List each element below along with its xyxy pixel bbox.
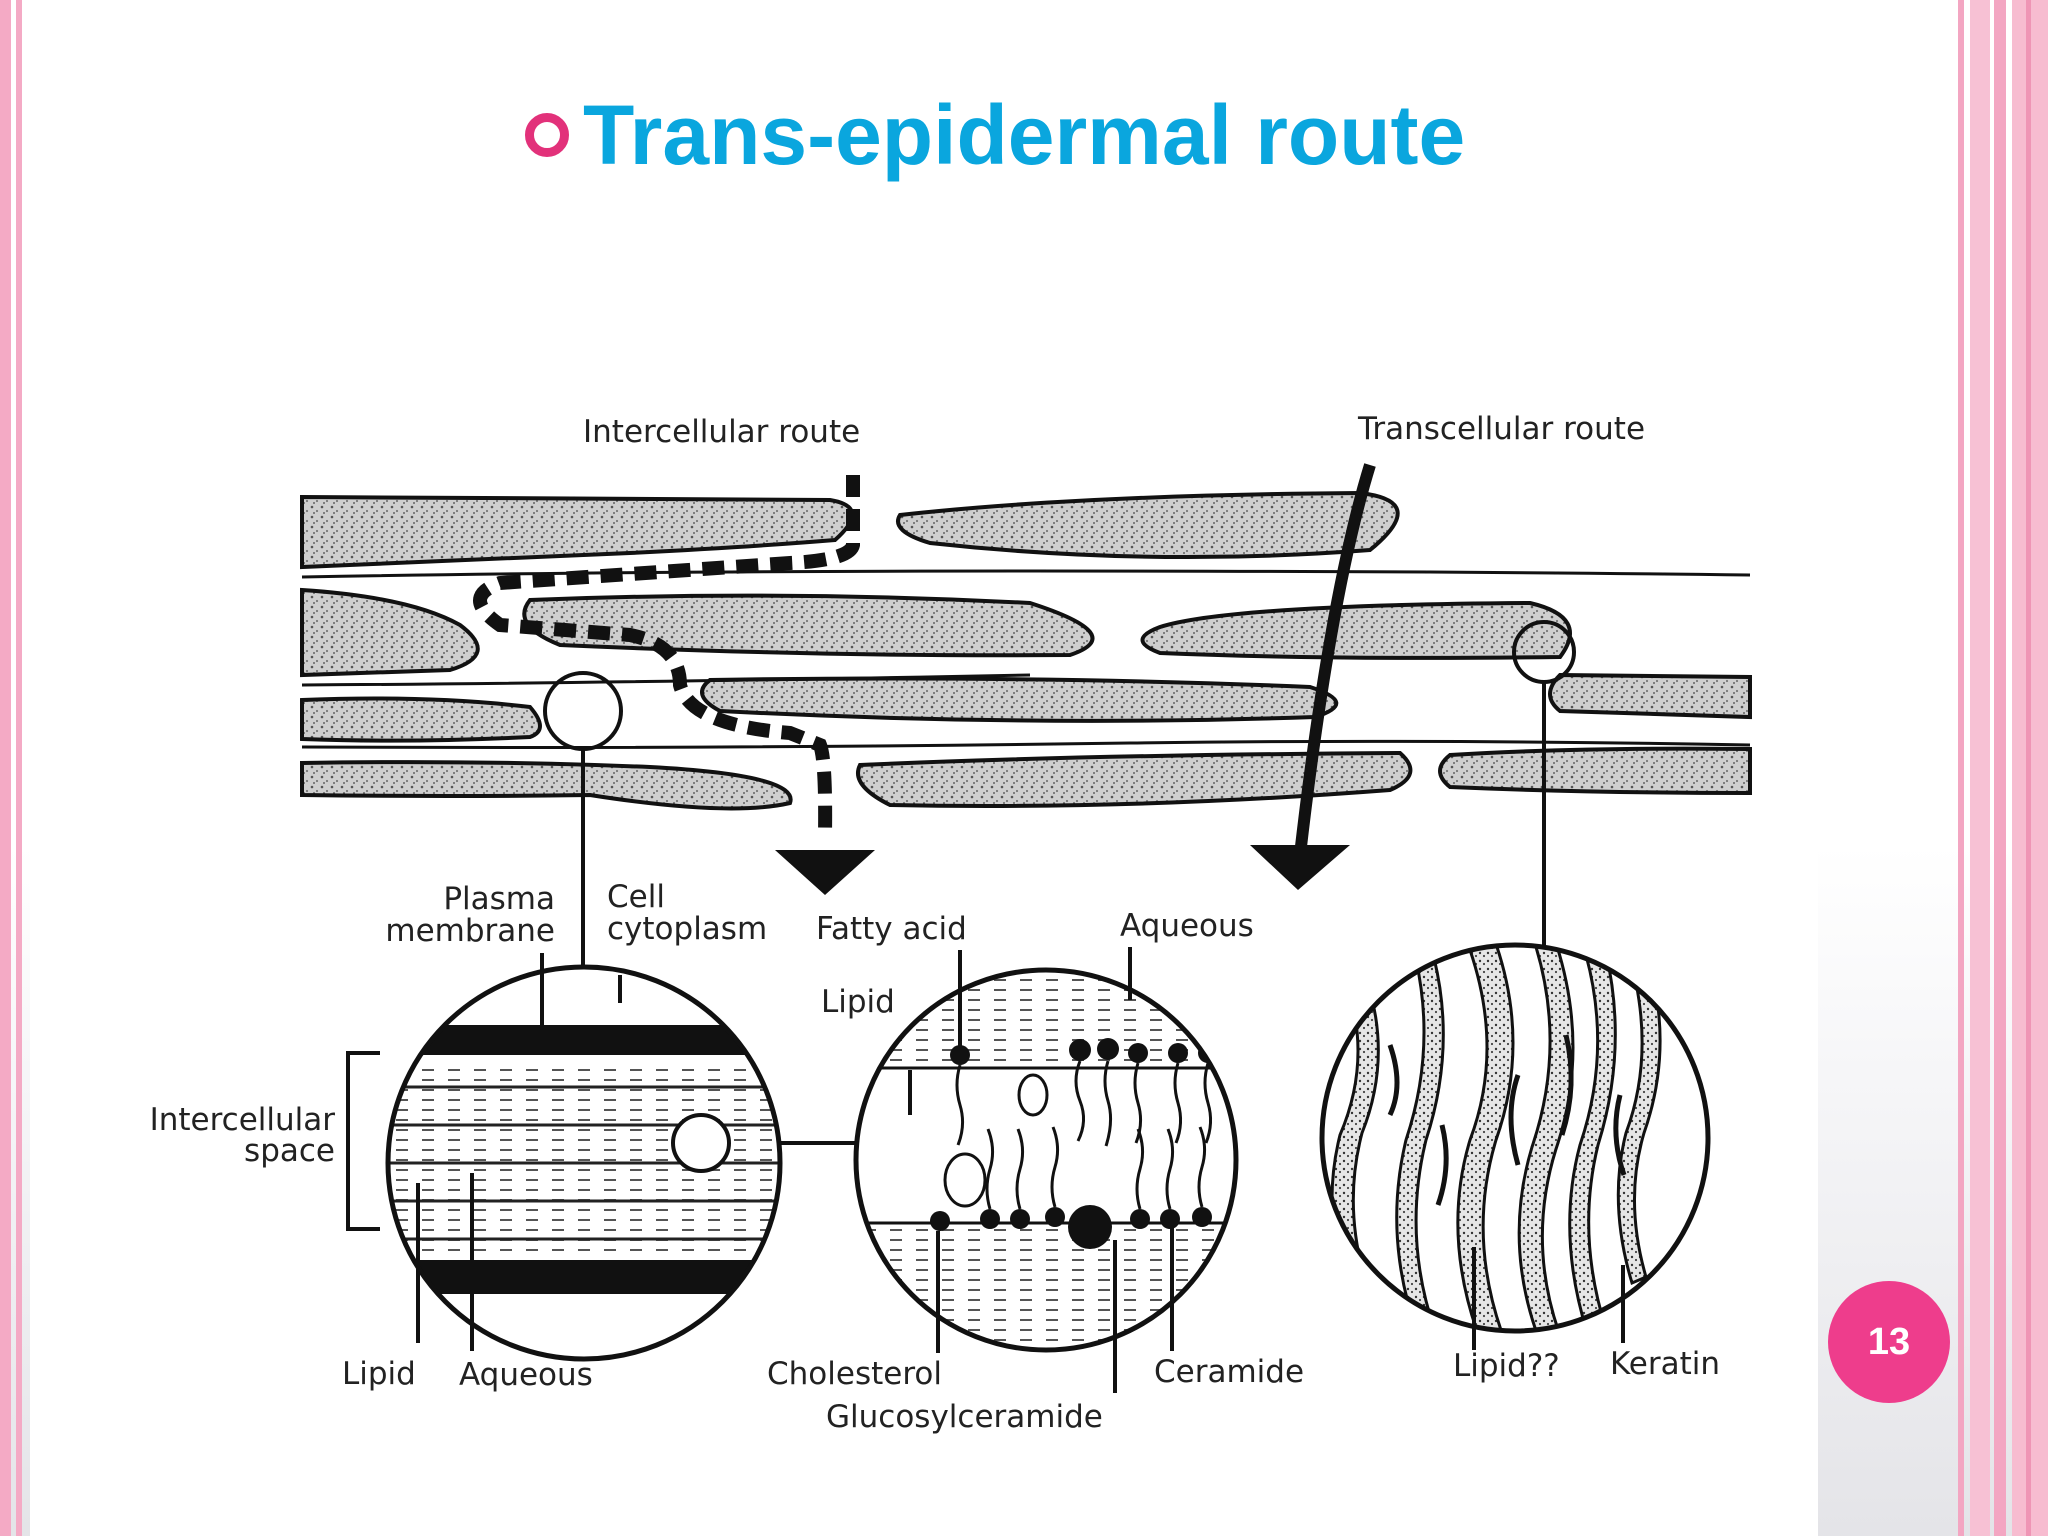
glucosylceramide-label: Glucosylceramide <box>826 1399 1103 1435</box>
left-border-stripe <box>0 0 11 1536</box>
page-number-badge: 13 <box>1828 1281 1950 1403</box>
right-circle-leaders <box>1472 1247 1625 1350</box>
transcellular-route-path <box>1294 463 1376 856</box>
corneocyte-cell <box>1548 672 1752 720</box>
figure-panel: Intercellular route Transcellular route <box>30 335 1818 1536</box>
magnifier-left <box>543 671 623 751</box>
corneocyte-cell <box>700 676 1339 723</box>
keratin-label: Keratin <box>1610 1346 1720 1382</box>
corneocyte-cell <box>1438 746 1752 796</box>
corneocyte-cell <box>300 696 542 743</box>
middle-aqueous-label: Aqueous <box>1120 908 1254 944</box>
left-detail-circle <box>385 964 783 1362</box>
intercellular-route-label: Intercellular route <box>583 414 860 450</box>
right-lipid-label: Lipid?? <box>1453 1348 1560 1384</box>
middle-lipid-label: Lipid <box>821 984 895 1020</box>
bullet-ring-icon <box>525 113 569 157</box>
right-border-stripe <box>1994 0 2006 1536</box>
corneocyte-cell <box>856 750 1413 808</box>
cholesterol-label: Cholesterol <box>767 1356 942 1392</box>
left-border-stripe-inner <box>16 0 22 1536</box>
corneocyte-cell <box>300 494 855 570</box>
right-detail-circle <box>1319 942 1711 1334</box>
fatty-acid-label: Fatty acid <box>816 911 967 947</box>
corneocyte-cell <box>896 490 1400 560</box>
corneocyte-cell <box>300 760 793 811</box>
left-circle-leaders <box>346 953 622 1351</box>
slide-title-row: Trans-epidermal route <box>525 80 1465 190</box>
right-border-stripe <box>1958 0 1964 1536</box>
stratum-corneum-layers <box>300 490 1752 811</box>
corneocyte-cell <box>522 593 1095 658</box>
cell-borders <box>301 569 1751 749</box>
intercellular-route-arrowhead <box>775 850 875 895</box>
corneocyte-cell <box>300 587 480 678</box>
middle-circle-leaders <box>908 947 1174 1393</box>
middle-detail-circle <box>853 967 1239 1353</box>
left-aqueous-label: Aqueous <box>459 1357 593 1393</box>
ceramide-label: Ceramide <box>1154 1354 1304 1390</box>
intercellular-route-path <box>473 475 860 836</box>
skin-route-diagram: Intercellular route Transcellular route <box>150 411 1752 1435</box>
right-border-stripe <box>2026 0 2031 1536</box>
transcellular-route-label: Transcellular route <box>1357 411 1645 447</box>
right-border-stripe <box>1970 0 1990 1536</box>
left-lipid-label: Lipid <box>342 1356 416 1392</box>
transcellular-route-arrowhead <box>1250 845 1350 890</box>
slide-title: Trans-epidermal route <box>583 87 1466 182</box>
corneocyte-cell <box>1140 600 1572 660</box>
